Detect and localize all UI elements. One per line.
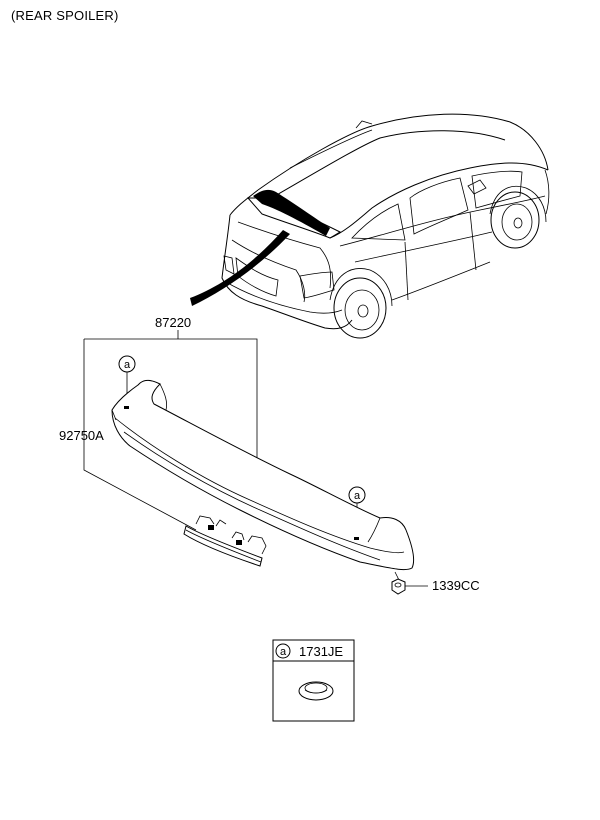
clip-legend-box: a [272, 639, 355, 722]
part-number-92750a: 92750A [59, 428, 104, 443]
location-arrow [190, 230, 290, 306]
nut-1339cc [391, 571, 406, 595]
reference-marker-a: a [348, 486, 366, 504]
part-number-87220: 87220 [155, 315, 192, 330]
brake-lamp [183, 515, 267, 567]
svg-text:a: a [280, 646, 287, 658]
rear-spoiler [111, 379, 415, 571]
section-title: (REAR SPOILER) [11, 8, 119, 23]
lamp-connector [208, 525, 214, 530]
svg-text:a: a [354, 490, 361, 502]
svg-text:a: a [124, 359, 131, 371]
lamp-connector [236, 540, 242, 545]
part-number-1731je: 1731JE [299, 644, 344, 659]
mounting-hole [354, 537, 359, 540]
reference-marker-a: a [118, 355, 136, 373]
spoiler-location-highlight [253, 189, 330, 236]
clip-1731je [298, 681, 334, 701]
vehicle-illustration [221, 113, 550, 339]
mounting-hole [124, 406, 129, 409]
part-number-1339cc: 1339CC [432, 578, 480, 593]
